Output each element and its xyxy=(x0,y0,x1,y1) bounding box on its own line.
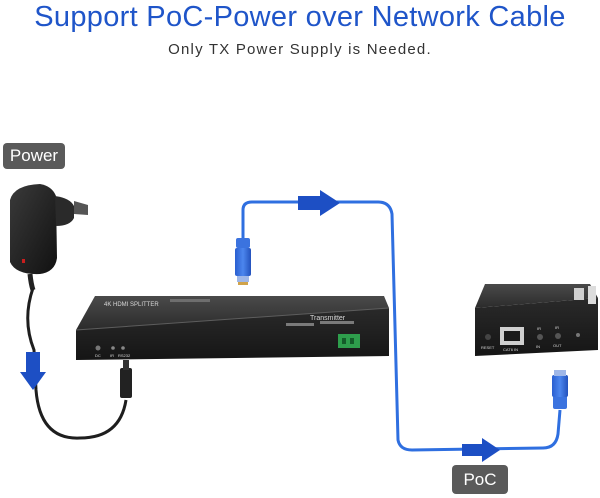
svg-text:DC: DC xyxy=(95,353,101,358)
svg-text:IR: IR xyxy=(537,326,541,331)
power-tag: Power xyxy=(3,143,65,169)
dc-plug xyxy=(120,368,132,398)
rj45-connector-rx xyxy=(552,370,568,409)
arrow-right-icon xyxy=(298,190,340,216)
transmitter-top-label: 4K HDMI SPLITTER xyxy=(104,302,159,308)
network-cable xyxy=(241,200,562,452)
svg-text:IR: IR xyxy=(110,353,114,358)
terminal-block xyxy=(338,334,360,348)
rj45-connector-tx xyxy=(235,238,251,285)
arrow-down-icon xyxy=(20,352,46,390)
svg-text:RESET: RESET xyxy=(481,345,495,350)
svg-text:IN: IN xyxy=(536,344,540,349)
transmitter-box: 4K HDMI SPLITTER Transmitter DC IR RS232 xyxy=(75,296,390,360)
page-subtitle: Only TX Power Supply is Needed. xyxy=(168,41,432,58)
power-adapter xyxy=(10,184,88,291)
transmitter-front-label: Transmitter xyxy=(310,315,346,322)
arrow-right-icon xyxy=(462,438,500,462)
power-cable xyxy=(26,287,128,440)
poc-tag: PoC xyxy=(452,465,508,494)
svg-text:OUT: OUT xyxy=(553,343,562,348)
page-title: Support PoC-Power over Network Cable xyxy=(34,1,566,33)
svg-text:CAT6 IN: CAT6 IN xyxy=(503,347,518,352)
svg-text:IR: IR xyxy=(555,325,559,330)
svg-text:RS232: RS232 xyxy=(118,353,131,358)
receiver-box: RESET CAT6 IN IR IR IN OUT xyxy=(475,284,598,356)
